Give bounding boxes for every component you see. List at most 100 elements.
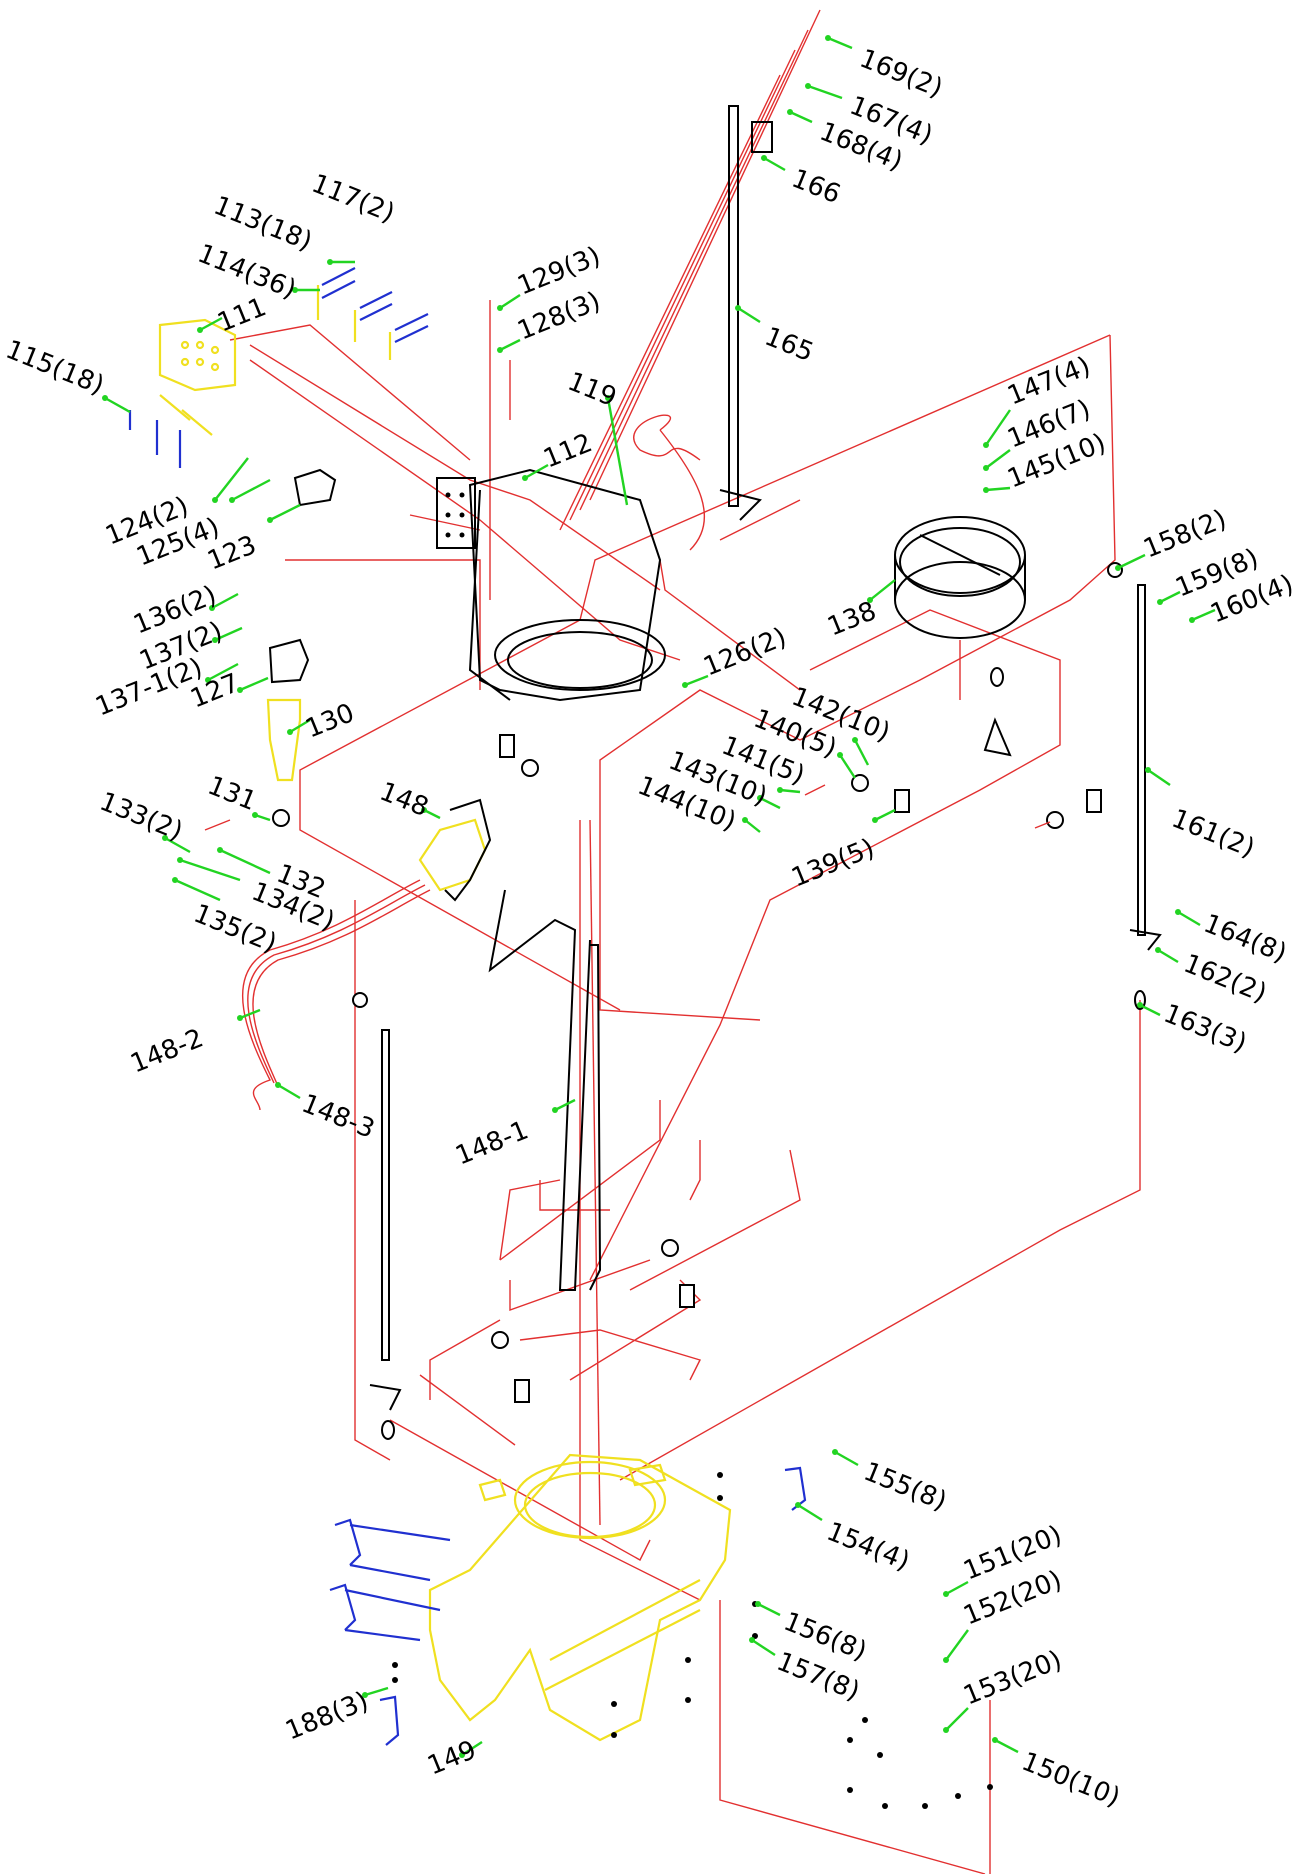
leader-dot-c144: [742, 817, 748, 823]
leader-c1483: [277, 1083, 301, 1100]
leader-c1371: [207, 662, 239, 682]
fastener-dots: [392, 1472, 993, 1809]
leader-dot-c156: [755, 1601, 761, 1607]
callout-label-c111: 111: [213, 292, 270, 338]
leader-dot-c136: [209, 605, 215, 611]
leader-c128: [499, 338, 521, 352]
handles-154: [329, 1466, 807, 1746]
leader-c145: [985, 486, 1011, 492]
callout-label-c163: 163(3): [1159, 999, 1250, 1059]
leader-c154: [797, 1503, 823, 1522]
leader-dot-c141: [777, 787, 783, 793]
leader-c129: [499, 293, 521, 310]
leader-c141: [779, 788, 801, 794]
leader-dot-c140: [837, 752, 843, 758]
leader-dot-c138: [867, 597, 873, 603]
callout-label-c153: 153(20): [959, 1645, 1066, 1711]
callout-label-c166: 166: [787, 164, 844, 210]
leader-c155: [834, 1450, 859, 1467]
leader-c130: [289, 718, 311, 734]
leader-dot-c150: [992, 1737, 998, 1743]
leader-dot-c163: [1137, 1002, 1143, 1008]
leader-c124: [214, 457, 249, 501]
leader-dot-c119: [605, 395, 611, 401]
callout-leaders: [102, 35, 1216, 1758]
leader-c188: [364, 1686, 389, 1697]
leader-c134: [179, 858, 241, 882]
leader-c168: [789, 110, 813, 124]
leader-c165: [737, 306, 761, 324]
callout-label-c1481: 148-1: [451, 1115, 532, 1171]
leader-dot-c129: [497, 305, 503, 311]
leader-dot-c149: [459, 1752, 465, 1758]
leader-c125: [231, 478, 271, 502]
leader-dot-c148: [421, 807, 427, 813]
leader-dot-c1483: [275, 1082, 281, 1088]
bolt-set-115: [128, 394, 213, 468]
leader-c159: [1159, 590, 1181, 604]
leader-dot-c132: [217, 847, 223, 853]
leader-dot-c151: [943, 1591, 949, 1597]
leader-dot-c159: [1157, 599, 1163, 605]
leader-dot-c130: [287, 729, 293, 735]
callout-label-c112: 112: [539, 428, 596, 474]
leader-dot-c158: [1115, 565, 1121, 571]
motor-bracket-112: [436, 468, 666, 702]
rod-161: [1129, 584, 1162, 1010]
leader-c137: [214, 626, 243, 642]
callout-label-c1482: 148-2: [126, 1023, 207, 1079]
callout-label-c133: 133(2): [95, 787, 186, 847]
leader-dot-c154: [795, 1502, 801, 1508]
callout-label-c158: 158(2): [1139, 504, 1230, 564]
leader-c149: [461, 1740, 483, 1757]
leader-dot-c143: [757, 795, 763, 801]
leader-c1481: [554, 1098, 576, 1112]
switch-box-127-130: [266, 638, 310, 782]
leader-c126: [684, 674, 709, 687]
leader-dot-c1371: [205, 677, 211, 683]
leader-c157: [751, 1638, 776, 1657]
leader-dot-c1481: [552, 1107, 558, 1113]
callout-label-c155: 155(8): [859, 1457, 950, 1517]
leader-c142: [853, 739, 870, 766]
leader-c156: [757, 1602, 781, 1617]
leader-dot-c145: [983, 487, 989, 493]
leader-dot-c155: [832, 1449, 838, 1455]
leader-dot-c139: [872, 817, 878, 823]
leader-dot-c152: [943, 1657, 949, 1663]
callout-label-c154: 154(4): [822, 1517, 913, 1577]
shaft-148-3: [369, 1029, 402, 1440]
leader-dot-c111: [197, 327, 203, 333]
leader-dot-c1482: [237, 1015, 243, 1021]
sensor-plate-111: [158, 318, 237, 392]
callout-label-c117: 117(2): [307, 169, 398, 229]
leader-dot-c124: [212, 497, 218, 503]
callout-label-c138: 138: [823, 596, 880, 642]
callout-label-c119: 119: [563, 367, 620, 413]
callout-label-c115: 115(18): [1, 335, 108, 401]
leader-c139: [874, 808, 896, 822]
leader-dot-c128: [497, 347, 503, 353]
leader-dot-c126: [682, 682, 688, 688]
leader-dot-c135: [172, 877, 178, 883]
callout-label-c165: 165: [760, 322, 817, 368]
leader-c133: [164, 836, 191, 854]
leader-dot-c157: [749, 1637, 755, 1643]
leader-dot-c112: [522, 475, 528, 481]
leader-dot-c123: [267, 517, 273, 523]
callout-label-c150: 150(10): [1017, 1747, 1124, 1813]
leader-c112: [524, 463, 549, 480]
leader-c162: [1157, 948, 1179, 964]
leader-c138: [869, 579, 896, 601]
leader-c158: [1117, 553, 1146, 570]
leader-dot-c167: [805, 83, 811, 89]
leader-c166: [763, 156, 786, 172]
cable-148-1: [488, 889, 602, 1291]
leader-dot-c147: [983, 442, 989, 448]
leader-c132: [219, 848, 271, 875]
assembly-lines: [229, 9, 1141, 1874]
leader-c123: [269, 503, 301, 522]
callout-label-c1483: 148-3: [297, 1089, 378, 1145]
